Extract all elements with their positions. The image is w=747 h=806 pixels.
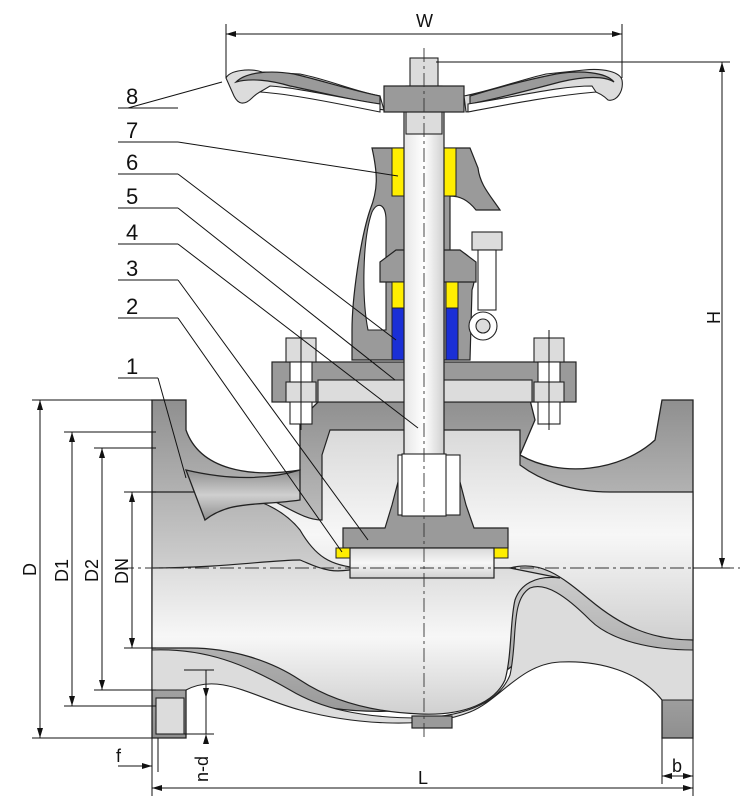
- seat-ring-left: [335, 547, 351, 559]
- packing: [391, 147, 459, 361]
- packing-upper-left: [391, 147, 405, 197]
- dimension-d: D: [20, 399, 152, 739]
- part-label-8: 8: [126, 84, 138, 109]
- part-label-5: 5: [126, 184, 138, 209]
- packing-yellow-left: [391, 281, 405, 309]
- dim-label-l: L: [418, 768, 428, 788]
- dim-label-d: D: [20, 563, 40, 576]
- dimension-dn: DN: [112, 491, 156, 649]
- part-label-2: 2: [126, 294, 138, 319]
- handwheel: [225, 68, 623, 113]
- seat-ring-right: [493, 547, 509, 559]
- dim-label-b: b: [672, 756, 682, 776]
- dim-label-h: H: [704, 311, 724, 324]
- bonnet-bolt-right: [533, 330, 565, 430]
- dimension-b: b: [661, 738, 694, 784]
- dim-label-f: f: [116, 746, 122, 766]
- dim-label-d1: D1: [52, 559, 72, 582]
- dimension-n-d: n-d: [184, 669, 214, 782]
- packing-yellow-right: [445, 281, 459, 309]
- part-label-3: 3: [126, 256, 138, 281]
- dimension-h: H: [436, 61, 730, 569]
- dimension-w: W: [225, 11, 623, 78]
- part-label-6: 6: [126, 150, 138, 175]
- part-number-labels: 8 7 6 5 4 3 2 1: [126, 84, 138, 379]
- packing-blue-right: [445, 307, 459, 361]
- bonnet-bolt-left: [285, 330, 317, 430]
- part-label-7: 7: [126, 118, 138, 143]
- part-label-1: 1: [126, 354, 138, 379]
- part-label-4: 4: [126, 220, 138, 245]
- dimension-l: L: [151, 738, 694, 796]
- packing-upper-right: [443, 147, 457, 197]
- dim-label-d2: D2: [82, 559, 102, 582]
- dim-label-n-d: n-d: [192, 756, 212, 782]
- packing-blue-left: [391, 307, 405, 361]
- dimension-d1: D1: [52, 431, 156, 707]
- dim-label-dn: DN: [112, 558, 132, 584]
- leader-lines: [118, 81, 419, 553]
- dimension-f: f: [116, 738, 159, 772]
- dimension-d2: D2: [82, 447, 156, 691]
- dim-label-w: W: [416, 11, 433, 31]
